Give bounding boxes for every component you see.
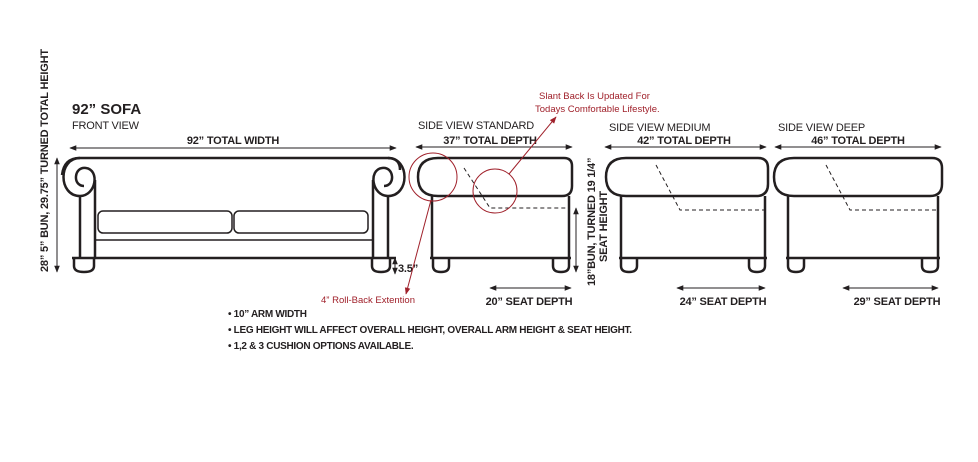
rollback-callout-text: 4” Roll-Back Extention bbox=[321, 295, 415, 306]
slant-callout-line bbox=[508, 116, 557, 175]
note-arm-width: • 10” ARM WIDTH bbox=[228, 309, 307, 320]
total-height-label: 28” 5” BUN, 29.75” TURNED TOTAL HEIGHT bbox=[39, 49, 51, 272]
seat-height-label-1: 18”BUN, TURNED 19 1/4” bbox=[586, 158, 598, 286]
standard-seat-depth-label: 20” SEAT DEPTH bbox=[486, 296, 573, 308]
rollback-callout-line bbox=[404, 199, 432, 295]
total-width-label: 92” TOTAL WIDTH bbox=[187, 135, 280, 147]
slant-callout-text-1: Slant Back Is Updated For bbox=[539, 91, 650, 102]
deep-seat-depth-label: 29” SEAT DEPTH bbox=[854, 296, 941, 308]
slant-callout-circle bbox=[472, 168, 518, 214]
side-medium-sofa bbox=[604, 156, 770, 274]
leg-height-label: 3.5” bbox=[398, 263, 418, 275]
front-view-sofa: 92” TOTAL WIDTH bbox=[60, 135, 406, 274]
seat-height-label-2: SEAT HEIGHT bbox=[598, 191, 610, 262]
slant-callout-text-2: Todays Comfortable Lifestyle. bbox=[535, 104, 660, 115]
side-standard-label: SIDE VIEW STANDARD bbox=[418, 120, 534, 132]
deep-depth-label: 46” TOTAL DEPTH bbox=[811, 135, 905, 147]
side-medium-label: SIDE VIEW MEDIUM bbox=[609, 122, 710, 134]
side-standard-sofa bbox=[416, 156, 574, 274]
rollback-callout-circle bbox=[408, 152, 458, 202]
note-cushion-options: • 1,2 & 3 CUSHION OPTIONS AVAILABLE. bbox=[228, 341, 414, 352]
standard-depth-label: 37” TOTAL DEPTH bbox=[443, 135, 537, 147]
sofa-title: 92” SOFA bbox=[72, 101, 141, 118]
side-deep-sofa bbox=[772, 156, 944, 274]
medium-seat-depth-label: 24” SEAT DEPTH bbox=[680, 296, 767, 308]
medium-depth-label: 42” TOTAL DEPTH bbox=[637, 135, 731, 147]
side-deep-label: SIDE VIEW DEEP bbox=[778, 122, 865, 134]
note-leg-height: • LEG HEIGHT WILL AFFECT OVERALL HEIGHT,… bbox=[228, 325, 632, 336]
front-view-label: FRONT VIEW bbox=[72, 120, 140, 132]
